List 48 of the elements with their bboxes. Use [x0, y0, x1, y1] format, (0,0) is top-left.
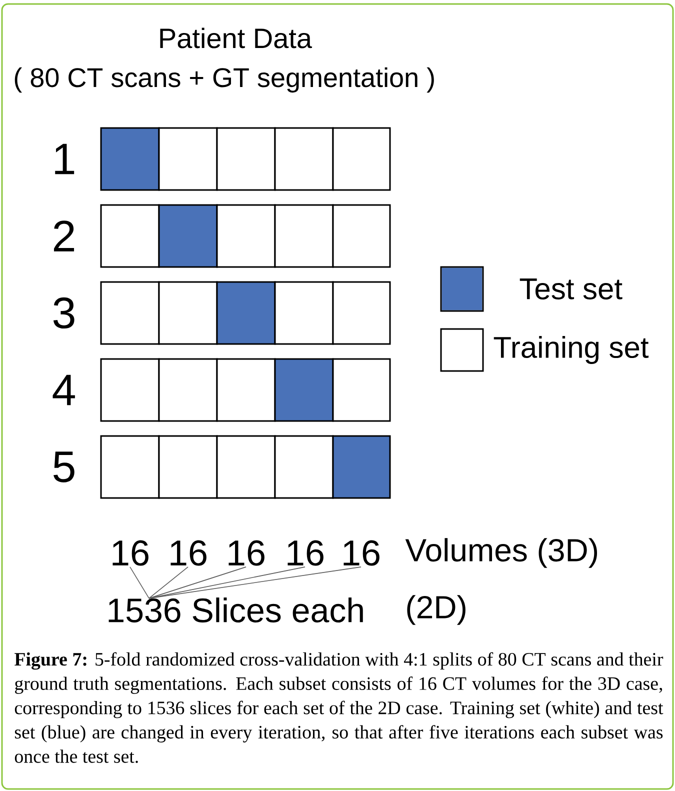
grid-cell [332, 281, 391, 345]
grid-cell [158, 281, 218, 345]
subtitle: ( 80 CT scans + GT segmentation ) [14, 67, 434, 93]
grid-cell [158, 204, 218, 268]
grid-cell [332, 435, 391, 499]
leader-line [148, 566, 188, 599]
leader-line [148, 566, 362, 599]
axis-label: (2D) [407, 595, 466, 625]
grid-cell [274, 204, 334, 268]
grid-cell [274, 127, 334, 191]
grid-cell [216, 204, 276, 268]
volume-count: 16 [170, 540, 206, 566]
row-number: 4 [52, 374, 75, 406]
row-number: 1 [55, 144, 74, 174]
row-number: 2 [54, 220, 74, 252]
grid-cell [100, 281, 160, 345]
grid-cell [216, 127, 276, 191]
grid-cell [158, 435, 218, 499]
grid-cell [100, 435, 160, 499]
grid-cell [332, 127, 391, 191]
grid-cell [332, 204, 391, 268]
leader-line [130, 566, 150, 599]
row-number: 3 [53, 297, 74, 329]
legend-label: Training set [494, 336, 649, 364]
grid-cell [216, 435, 276, 499]
leader-line [148, 566, 306, 599]
axis-label: Volumes (3D) [405, 538, 597, 568]
grid-cell [216, 281, 276, 345]
row-number: 5 [54, 452, 74, 482]
volume-count: 16 [112, 540, 148, 566]
grid-cell [158, 358, 218, 422]
grid-cell [216, 358, 276, 422]
volume-count: 16 [288, 540, 324, 566]
title: Patient Data [160, 28, 312, 48]
slice-count: 1536 Slices each [108, 598, 363, 622]
figure-caption: Figure 7: 5-fold randomized cross-validation with 4:1 splits of 80 CT scans and their ground truth segmentations. Each subset consists of 16 CT volumes for the 3D case, corresponding to 1536 slices for each set of the 2D case. Training set (white) and test set (blue) are changed in every iteration, so that after five iterations each subset was once the test set. [14, 652, 664, 763]
grid-cell [332, 358, 391, 422]
grid-cell [158, 127, 218, 191]
grid-cell [274, 358, 334, 422]
grid-cell [100, 204, 160, 268]
legend-label: Test set [520, 278, 622, 300]
grid-cell [274, 281, 334, 345]
volume-count: 16 [228, 540, 264, 566]
grid-cell [274, 435, 334, 499]
grid-cell [100, 127, 160, 191]
leader-line [148, 566, 246, 599]
grid-cell [100, 358, 160, 422]
volume-count: 16 [344, 540, 380, 566]
